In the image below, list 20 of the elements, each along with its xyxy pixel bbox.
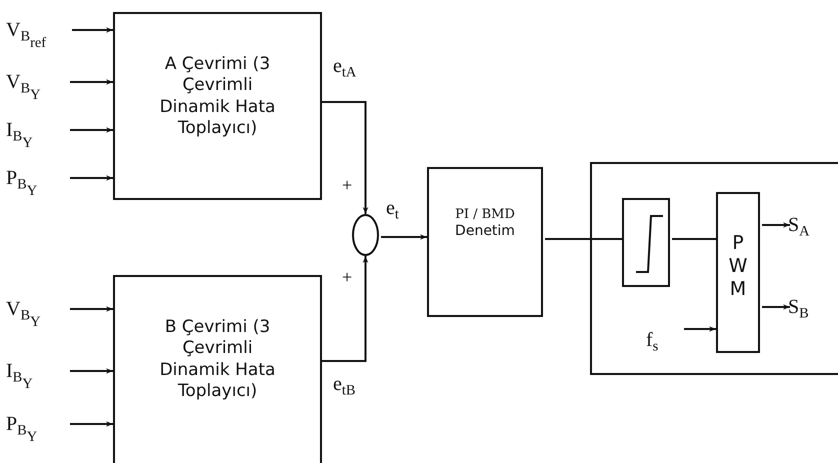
edge-label: e$_{t}$: [386, 198, 399, 218]
modulator-group-box: [590, 162, 838, 375]
sign-label: +: [342, 268, 352, 286]
edge-label: e$_{tB}$: [333, 374, 356, 394]
signal-label: f$_{s}$: [646, 326, 682, 352]
edge-label: e$_{tA}$: [333, 56, 356, 76]
block-label: PI / BMD: [455, 207, 515, 224]
block-label: P W M: [728, 232, 748, 300]
modulator-block: [716, 192, 760, 353]
process-block: [427, 167, 543, 317]
signal-label: S$_{A}$: [788, 211, 818, 237]
limiter-block: [622, 198, 670, 287]
signal-label: S$_{B}$: [788, 293, 818, 319]
block-label: Denetim: [455, 223, 515, 241]
summing-junction: [352, 214, 379, 256]
sign-label: +: [342, 176, 352, 194]
block-label: A Çevrimi (3 Çevrimli Dinamik Hata Toplayıcı): [158, 54, 276, 139]
block-label: B Çevrimi (3 Çevrimli Dinamik Hata Toplayıcı): [158, 317, 276, 402]
process-block: [113, 275, 322, 463]
process-block: [113, 12, 322, 200]
